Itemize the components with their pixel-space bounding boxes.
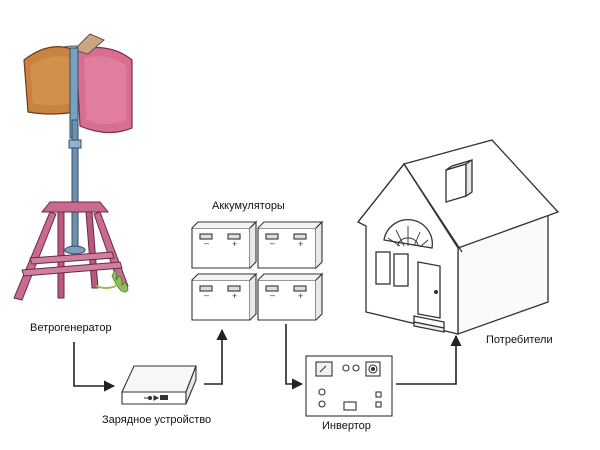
svg-text:+: + (232, 239, 237, 249)
house-illustration (356, 139, 560, 335)
wind-generator-illustration (13, 33, 133, 301)
label-inverter: Инвертор (322, 420, 371, 432)
label-charger: Зарядное устройство (102, 414, 212, 426)
svg-text:+: + (298, 239, 303, 249)
inverter-device (305, 355, 393, 417)
battery: – + (191, 220, 258, 269)
arrow-charger-to-batteries (204, 328, 228, 385)
svg-text:–: – (270, 238, 275, 248)
svg-text:–: – (270, 290, 275, 300)
arrow-batteries-to-inverter (285, 324, 304, 390)
battery: – + (191, 272, 258, 321)
arrow-generator-to-charger (73, 342, 116, 392)
label-wind-generator: Ветрогенератор (30, 322, 112, 334)
label-batteries: Аккумуляторы (212, 200, 285, 212)
flow-arrows (73, 324, 462, 392)
svg-text:+: + (232, 291, 237, 301)
arrow-inverter-to-consumers (396, 334, 462, 385)
charger-device (121, 365, 197, 405)
battery: – + (257, 272, 324, 321)
svg-text:+: + (298, 291, 303, 301)
battery-bank: – + – + – + – + (191, 220, 324, 321)
svg-text:–: – (204, 238, 209, 248)
svg-text:–: – (204, 290, 209, 300)
battery: – + (257, 220, 324, 269)
label-consumers: Потребители (486, 334, 553, 346)
